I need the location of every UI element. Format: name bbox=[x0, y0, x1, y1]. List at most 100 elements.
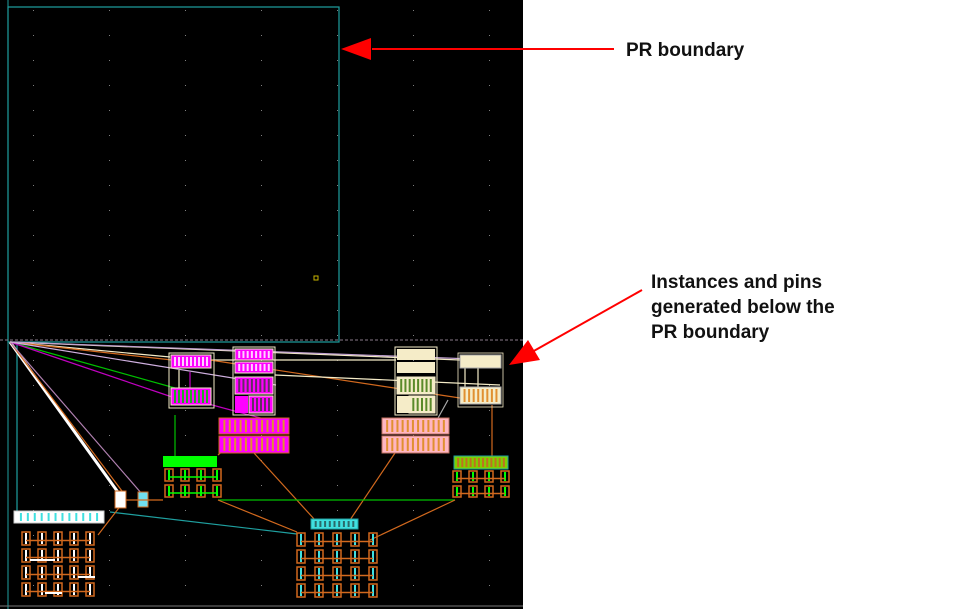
cell-finger[interactable] bbox=[54, 513, 57, 521]
cell-finger[interactable] bbox=[246, 351, 249, 358]
cell-finger[interactable] bbox=[347, 521, 350, 527]
layout-canvas[interactable] bbox=[0, 0, 523, 609]
cell-finger[interactable] bbox=[486, 389, 489, 402]
cell-finger[interactable] bbox=[223, 438, 226, 451]
pink-large-cell-bottom[interactable] bbox=[381, 435, 450, 454]
cell-finger[interactable] bbox=[244, 438, 247, 451]
cell-finger[interactable] bbox=[19, 513, 22, 521]
cell-finger[interactable] bbox=[82, 513, 85, 521]
cell-finger[interactable] bbox=[250, 438, 253, 451]
cell-finger[interactable] bbox=[255, 420, 258, 432]
cell-finger[interactable] bbox=[261, 420, 264, 432]
cell-finger[interactable] bbox=[437, 438, 440, 451]
cell-finger[interactable] bbox=[264, 398, 266, 411]
cell-finger[interactable] bbox=[260, 398, 262, 411]
cell-finger[interactable] bbox=[178, 357, 180, 366]
cell-finger[interactable] bbox=[404, 379, 407, 392]
cream-cell-3[interactable] bbox=[396, 376, 436, 395]
cell-finger[interactable] bbox=[174, 357, 176, 366]
cell-finger[interactable] bbox=[266, 438, 269, 451]
cell-finger[interactable] bbox=[206, 357, 208, 366]
cell-finger[interactable] bbox=[250, 364, 253, 371]
cell-finger[interactable] bbox=[75, 513, 78, 521]
cell-finger[interactable] bbox=[412, 379, 415, 392]
cell-finger[interactable] bbox=[429, 398, 432, 411]
cell-finger[interactable] bbox=[282, 420, 285, 432]
cell-finger[interactable] bbox=[198, 357, 200, 366]
cell-body[interactable] bbox=[381, 417, 450, 435]
cell-body[interactable] bbox=[396, 376, 436, 395]
cell-finger[interactable] bbox=[96, 513, 99, 521]
cell-finger[interactable] bbox=[412, 398, 415, 411]
cell-finger[interactable] bbox=[186, 357, 188, 366]
cell-finger[interactable] bbox=[457, 458, 460, 467]
cell-finger[interactable] bbox=[246, 364, 249, 371]
cell-finger[interactable] bbox=[386, 420, 389, 432]
cell-finger[interactable] bbox=[408, 379, 411, 392]
cell-finger[interactable] bbox=[238, 379, 241, 392]
cell-finger[interactable] bbox=[477, 389, 480, 402]
cyan-cell-devices[interactable] bbox=[296, 532, 378, 598]
cell-body[interactable] bbox=[453, 455, 509, 470]
cell-finger[interactable] bbox=[40, 513, 43, 521]
cell-finger[interactable] bbox=[246, 379, 249, 392]
cell-finger[interactable] bbox=[494, 458, 497, 467]
magenta-cell-center-3[interactable] bbox=[234, 376, 274, 395]
cell-finger[interactable] bbox=[182, 357, 184, 366]
cell-finger[interactable] bbox=[259, 351, 262, 358]
cell-finger[interactable] bbox=[206, 390, 208, 403]
cell-finger[interactable] bbox=[250, 420, 253, 432]
cell-finger[interactable] bbox=[328, 521, 331, 527]
cell-finger[interactable] bbox=[47, 513, 50, 521]
cell-finger[interactable] bbox=[432, 420, 435, 432]
cell-finger[interactable] bbox=[401, 420, 404, 432]
cell-finger[interactable] bbox=[411, 438, 414, 451]
cell-finger[interactable] bbox=[472, 389, 475, 402]
cell-body[interactable] bbox=[381, 435, 450, 454]
cell-finger[interactable] bbox=[401, 438, 404, 451]
cream-cell-far-right-frame[interactable] bbox=[457, 352, 504, 408]
cell-finger[interactable] bbox=[242, 364, 245, 371]
cell-finger[interactable] bbox=[252, 398, 254, 411]
cell-finger[interactable] bbox=[268, 398, 270, 411]
cell-finger[interactable] bbox=[417, 420, 420, 432]
cell-finger[interactable] bbox=[396, 438, 399, 451]
cell-finger[interactable] bbox=[411, 420, 414, 432]
white-cell-header[interactable] bbox=[13, 510, 105, 524]
cell-body[interactable] bbox=[459, 386, 502, 405]
cell-finger[interactable] bbox=[342, 521, 345, 527]
cell-finger[interactable] bbox=[238, 364, 241, 371]
cell-finger[interactable] bbox=[282, 438, 285, 451]
cell-finger[interactable] bbox=[234, 438, 237, 451]
cell-finger[interactable] bbox=[266, 420, 269, 432]
cell-finger[interactable] bbox=[250, 379, 253, 392]
cell-finger[interactable] bbox=[482, 458, 485, 467]
cell-finger[interactable] bbox=[465, 458, 468, 467]
cell-finger[interactable] bbox=[255, 364, 258, 371]
cell-finger[interactable] bbox=[198, 390, 200, 403]
cell-finger[interactable] bbox=[261, 438, 264, 451]
cell-body[interactable] bbox=[13, 510, 105, 524]
cell-finger[interactable] bbox=[255, 379, 258, 392]
cell-finger[interactable] bbox=[425, 398, 428, 411]
cream-cell-1[interactable] bbox=[397, 349, 435, 360]
cell-finger[interactable] bbox=[473, 458, 476, 467]
cell-finger[interactable] bbox=[490, 458, 493, 467]
magenta-cell-center-4[interactable] bbox=[235, 396, 248, 413]
cell-finger[interactable] bbox=[425, 379, 428, 392]
cell-finger[interactable] bbox=[469, 458, 472, 467]
cell-finger[interactable] bbox=[263, 379, 266, 392]
cell-finger[interactable] bbox=[255, 438, 258, 451]
cell-finger[interactable] bbox=[244, 420, 247, 432]
cell-finger[interactable] bbox=[267, 379, 270, 392]
white-cell-devices[interactable] bbox=[21, 531, 95, 597]
cell-finger[interactable] bbox=[61, 513, 64, 521]
cell-finger[interactable] bbox=[239, 438, 242, 451]
cell-finger[interactable] bbox=[242, 379, 245, 392]
cell-finger[interactable] bbox=[422, 438, 425, 451]
cell-finger[interactable] bbox=[267, 351, 270, 358]
cell-finger[interactable] bbox=[400, 379, 403, 392]
cell-finger[interactable] bbox=[386, 438, 389, 451]
cell-finger[interactable] bbox=[338, 521, 341, 527]
cell-body[interactable] bbox=[218, 435, 290, 454]
